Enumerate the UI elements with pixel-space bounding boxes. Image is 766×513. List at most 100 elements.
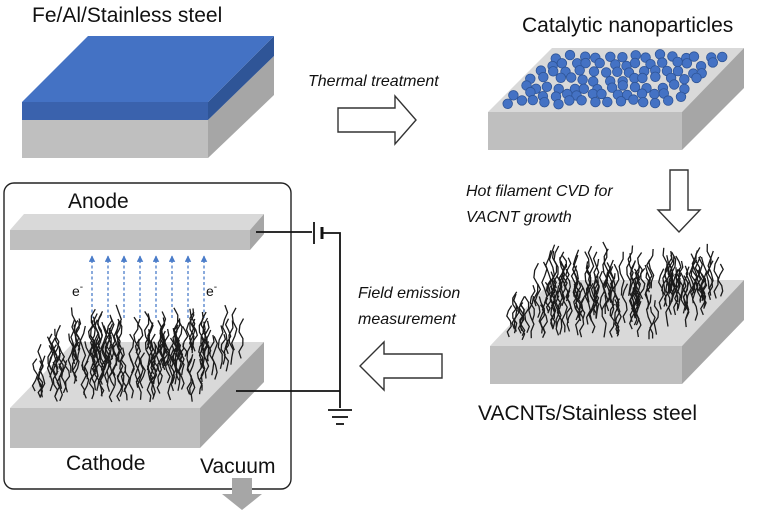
nanotube — [578, 297, 585, 338]
nanotube — [98, 354, 105, 397]
nanotube — [635, 300, 642, 338]
nanotube — [672, 269, 679, 316]
nanoparticle — [578, 83, 590, 95]
nanotube — [524, 295, 531, 333]
nanoparticle — [681, 58, 693, 69]
nanotube — [200, 321, 206, 367]
nanotube — [220, 334, 227, 365]
nanoparticle — [541, 81, 553, 93]
nanoparticle — [707, 57, 719, 68]
nanotube — [533, 262, 539, 307]
nanotube — [188, 358, 196, 402]
nanoparticle — [577, 74, 588, 85]
nanotube — [46, 345, 54, 392]
nanoparticle — [628, 94, 639, 105]
nanotube — [628, 294, 636, 330]
film-top-face — [22, 36, 274, 102]
substrate-title: Fe/Al/Stainless steel — [32, 4, 222, 27]
nanotube — [89, 308, 96, 350]
nanotube — [74, 321, 81, 363]
nanotube — [116, 359, 124, 397]
nanotube — [164, 344, 171, 384]
nanotube — [538, 296, 546, 334]
nanotube — [609, 266, 616, 306]
nanoparticle — [538, 71, 549, 83]
nanoparticle — [669, 79, 680, 90]
nanotube — [137, 318, 144, 353]
nanotube — [593, 274, 600, 312]
nanotube — [119, 347, 125, 390]
nanotube — [629, 260, 637, 301]
nanotube — [602, 271, 609, 315]
nanotube — [79, 325, 87, 371]
anode-top-face — [10, 214, 264, 230]
electron-emission-arrows — [88, 255, 208, 318]
nanoparticle — [672, 65, 684, 77]
nanotube — [128, 333, 135, 374]
nanoparticle — [553, 98, 564, 110]
nanotube — [52, 361, 59, 397]
nanoparticle — [516, 95, 528, 106]
nanotube — [618, 251, 625, 296]
vacuum-label: Vacuum — [200, 455, 275, 478]
nanoparticle — [588, 66, 600, 77]
nanoparticle — [691, 72, 702, 84]
nanoparticle — [548, 66, 559, 77]
nanotube — [563, 268, 570, 302]
catalyst-block — [488, 48, 744, 150]
nanoparticle — [602, 96, 613, 108]
vacnt-side-face — [682, 280, 744, 384]
nanotube — [601, 294, 607, 338]
nanotube — [556, 290, 563, 335]
nanotube — [561, 255, 568, 289]
nanoparticle — [675, 91, 687, 103]
nanoparticle — [617, 52, 628, 63]
nanotube — [101, 325, 108, 371]
steel-side-face — [208, 56, 274, 158]
nanotube — [528, 295, 535, 339]
nanotube — [584, 251, 591, 297]
nanoparticle — [679, 73, 690, 85]
nanoparticle — [555, 72, 567, 84]
nanotube — [626, 253, 632, 296]
nanotube — [98, 364, 105, 396]
nanotube — [146, 365, 154, 403]
nanotube — [108, 317, 115, 361]
nanotube — [653, 300, 660, 335]
nanotube — [80, 364, 88, 395]
nanoparticle — [590, 96, 601, 108]
nanotube — [549, 291, 557, 330]
nanotube — [178, 352, 185, 390]
nanoparticle — [580, 57, 591, 69]
nanoparticle — [629, 81, 641, 93]
nanotube — [621, 283, 629, 324]
nanotube — [662, 247, 668, 294]
nanotube — [506, 305, 513, 338]
cathode-front-face — [10, 408, 200, 448]
nanotube — [94, 358, 100, 391]
nanotube — [75, 318, 82, 351]
nanotube — [566, 289, 573, 332]
nanotube — [558, 260, 566, 307]
nanotube — [692, 278, 699, 321]
nanotube — [92, 333, 99, 375]
nanotube — [167, 355, 174, 401]
nanotube — [147, 313, 154, 350]
step-field-emission-label-line2: measurement — [358, 311, 456, 328]
nanoparticle — [502, 98, 513, 110]
substrate-block — [22, 36, 274, 158]
nanotube — [636, 252, 643, 288]
nanotube — [150, 344, 157, 385]
nanoparticle — [596, 88, 607, 100]
nanotube — [123, 366, 131, 401]
nanotube — [553, 285, 560, 327]
nanotube — [661, 273, 668, 307]
nanotube — [230, 307, 238, 351]
nanoparticle — [717, 51, 728, 63]
nanotube — [646, 259, 653, 293]
nanotube — [37, 366, 44, 398]
nanotube — [572, 269, 579, 305]
nanoparticle — [574, 65, 585, 76]
nanotube — [105, 327, 111, 364]
ground-wire — [322, 232, 341, 408]
